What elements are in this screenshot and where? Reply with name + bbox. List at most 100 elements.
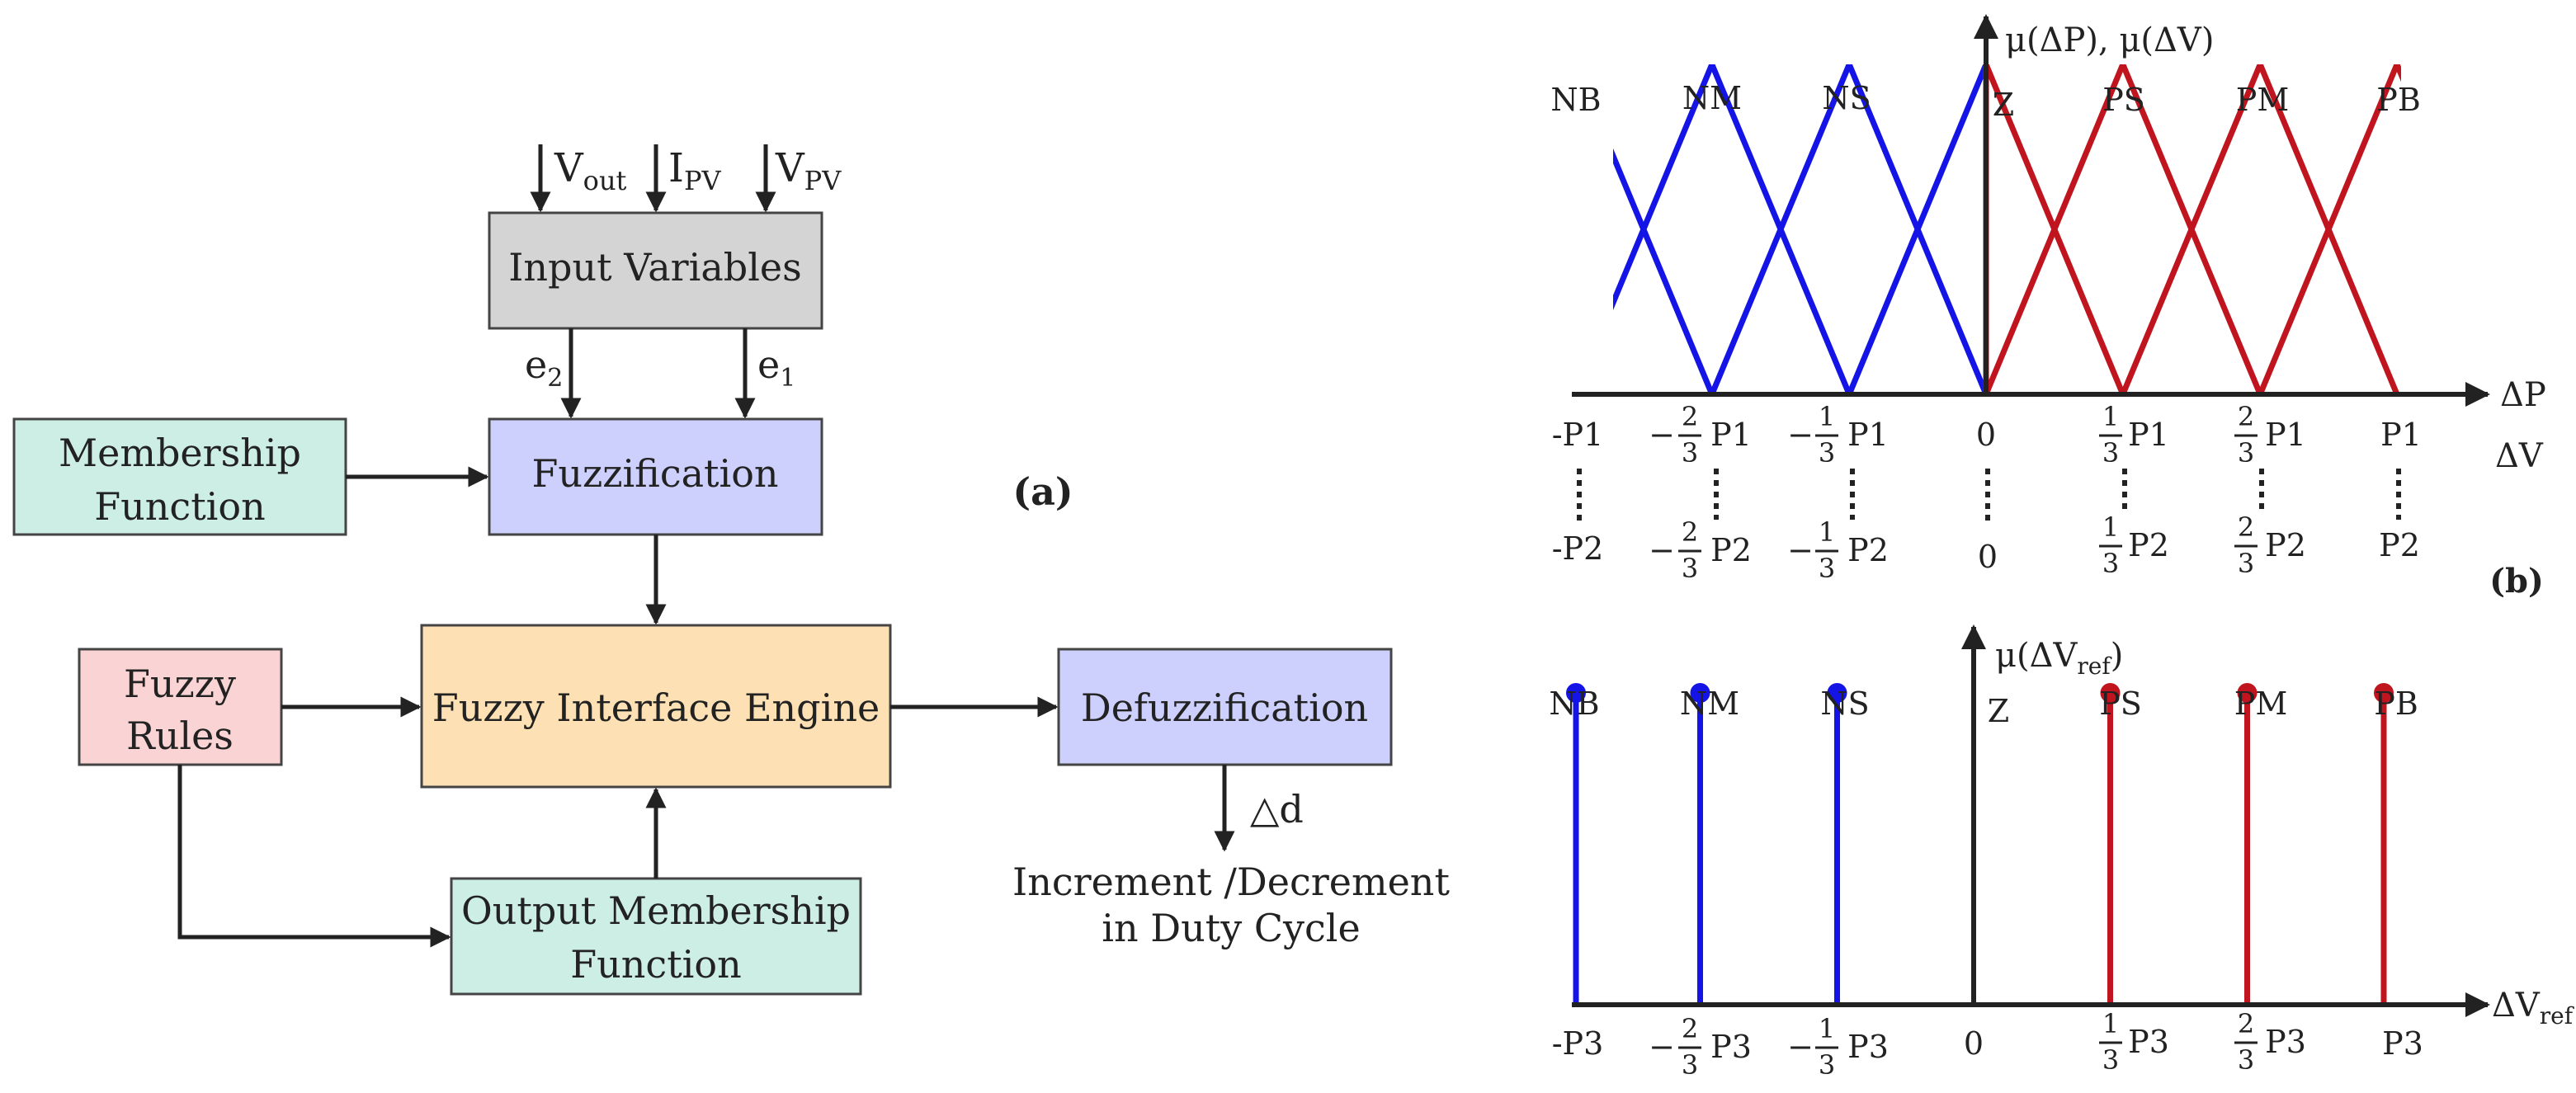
set-label-pb: PB — [2374, 685, 2418, 722]
frac-num: 2 — [2238, 1008, 2254, 1039]
tick-neg-1-3-p1: P1 — [1847, 417, 1889, 453]
output-membership-function-box — [450, 877, 862, 996]
delta-d-label: △d — [1250, 787, 1304, 832]
set-label-pm: PM — [2234, 685, 2287, 722]
fuzzy-interface-engine-label: Fuzzy Interface Engine — [432, 685, 880, 730]
frac-num: 1 — [1819, 401, 1835, 432]
set-label-ns: NS — [1822, 80, 1871, 116]
frac-den: 3 — [2238, 1044, 2254, 1076]
tick-neg-sign: − — [1649, 417, 1675, 453]
frac-num: 1 — [1819, 1013, 1835, 1044]
frac-den: 3 — [2238, 548, 2254, 579]
tick-1-3-p2: P2 — [2128, 527, 2169, 563]
stem-marker-ps — [2100, 683, 2121, 703]
panel-b-membership-plot: μ(ΔP), μ(ΔV) ΔP ΔV NB NM NS Z PS PM PB -… — [1550, 14, 2546, 601]
tick-neg-sign: − — [1649, 532, 1675, 568]
frac-den: 3 — [1682, 437, 1698, 469]
tick-p2: P2 — [2379, 527, 2420, 563]
tick-1-3-p3: P3 — [2128, 1024, 2169, 1060]
output-text-line2: in Duty Cycle — [1102, 906, 1360, 950]
membership-series-pb — [2257, 64, 2401, 396]
frac-num: 1 — [2102, 1008, 2119, 1039]
frac-num: 2 — [2238, 401, 2254, 432]
tick-zero: 0 — [1978, 539, 1998, 575]
set-label-nb: NB — [1549, 685, 1599, 722]
set-label-nb: NB — [1550, 82, 1601, 118]
panel-b-x-label-p: ΔP — [2500, 376, 2546, 414]
tick-p3: P3 — [2382, 1025, 2423, 1062]
frac-den: 3 — [2102, 1044, 2119, 1076]
set-label-nm: NM — [1682, 80, 1742, 116]
frac-den: 3 — [1819, 553, 1835, 584]
panel-c-output-singletons: μ(ΔVref) ΔVref NB NM NS Z PS PM PB -P3 −… — [1549, 624, 2575, 1081]
frac-num: 2 — [2238, 511, 2254, 543]
tick-1-3-p1: P1 — [2128, 417, 2169, 453]
fuzzy-rules-line2: Rules — [126, 714, 234, 758]
frac-den: 3 — [2102, 548, 2119, 579]
v-out-label: Vout — [554, 145, 627, 196]
panel-b-label: (b) — [2489, 562, 2544, 601]
frac-den: 3 — [1682, 553, 1698, 584]
set-label-pm: PM — [2236, 82, 2289, 118]
tick-neg-sign: − — [1787, 532, 1814, 568]
stem-marker-nm — [1690, 683, 1710, 703]
tick-neg-1-3-p2: P2 — [1847, 532, 1889, 568]
membership-function-box — [12, 417, 347, 536]
set-label-z: Z — [1988, 693, 2009, 729]
panel-c-y-label: μ(ΔVref) — [1995, 637, 2123, 680]
frac-den: 3 — [1682, 1049, 1698, 1081]
output-membership-line1: Output Membership — [461, 888, 851, 933]
frac-den: 3 — [2102, 437, 2119, 469]
stem-marker-pm — [2237, 683, 2258, 703]
frac-num: 2 — [1682, 401, 1698, 432]
output-membership-line2: Function — [570, 942, 741, 987]
stem-marker-pb — [2374, 683, 2394, 703]
defuzzification-box — [1057, 648, 1393, 766]
output-text-line1: Increment /Decrement — [1012, 860, 1450, 904]
set-label-z: Z — [1993, 87, 2014, 123]
fuzzy-rules-box — [78, 648, 283, 766]
frac-den: 3 — [2238, 437, 2254, 469]
stem-marker-ns — [1827, 683, 1847, 703]
tick-2-3-p2: P2 — [2265, 527, 2306, 563]
panel-a-block-diagram: Vout IPV VPV Input Variables e2 e1 Membe… — [12, 144, 1450, 996]
i-pv-label: IPV — [668, 145, 722, 196]
membership-function-line1: Membership — [59, 431, 301, 475]
rules-to-output-membership-arrow — [177, 765, 451, 948]
membership-series-ps — [1983, 64, 2263, 396]
fuzzification-label: Fuzzification — [531, 451, 778, 496]
panel-b-x-label-v: ΔV — [2495, 437, 2544, 475]
tick-zero: 0 — [1964, 1025, 1984, 1062]
fuzzy-rules-line1: Fuzzy — [124, 662, 236, 706]
membership-function-line2: Function — [94, 484, 265, 529]
input-variables-label: Input Variables — [508, 245, 802, 290]
frac-num: 1 — [2102, 511, 2119, 543]
tick-neg-2-3-p2: P2 — [1710, 532, 1752, 568]
frac-den: 3 — [1819, 1049, 1835, 1081]
tick-neg-p3: -P3 — [1552, 1025, 1604, 1062]
set-label-nm: NM — [1680, 685, 1739, 722]
set-label-pb: PB — [2376, 82, 2421, 118]
panel-a-label: (a) — [1012, 469, 1073, 514]
tick-p1: P1 — [2380, 417, 2422, 453]
membership-series-nb — [1613, 148, 1715, 396]
panel-c-stems — [1566, 683, 2394, 1005]
fuzzification-box — [488, 417, 823, 536]
tick-neg-p2: -P2 — [1552, 530, 1604, 567]
frac-num: 2 — [1682, 1013, 1698, 1044]
panel-c-x-label: ΔVref — [2492, 987, 2575, 1029]
set-label-ns: NS — [1820, 685, 1869, 722]
membership-series-nm — [1613, 64, 1852, 396]
tick-neg-2-3-p3: P3 — [1710, 1029, 1752, 1065]
defuzzification-label: Defuzzification — [1081, 685, 1368, 730]
panel-b-y-label: μ(ΔP), μ(ΔV) — [2005, 21, 2214, 59]
frac-num: 1 — [1819, 516, 1835, 548]
frac-num: 1 — [2102, 401, 2119, 432]
frac-num: 2 — [1682, 516, 1698, 548]
set-label-ps: PS — [2099, 685, 2142, 722]
tick-2-3-p3: P3 — [2265, 1024, 2306, 1060]
tick-neg-sign: − — [1649, 1029, 1675, 1065]
stem-marker-nb — [1566, 683, 1586, 703]
e2-label: e2 — [525, 342, 563, 393]
